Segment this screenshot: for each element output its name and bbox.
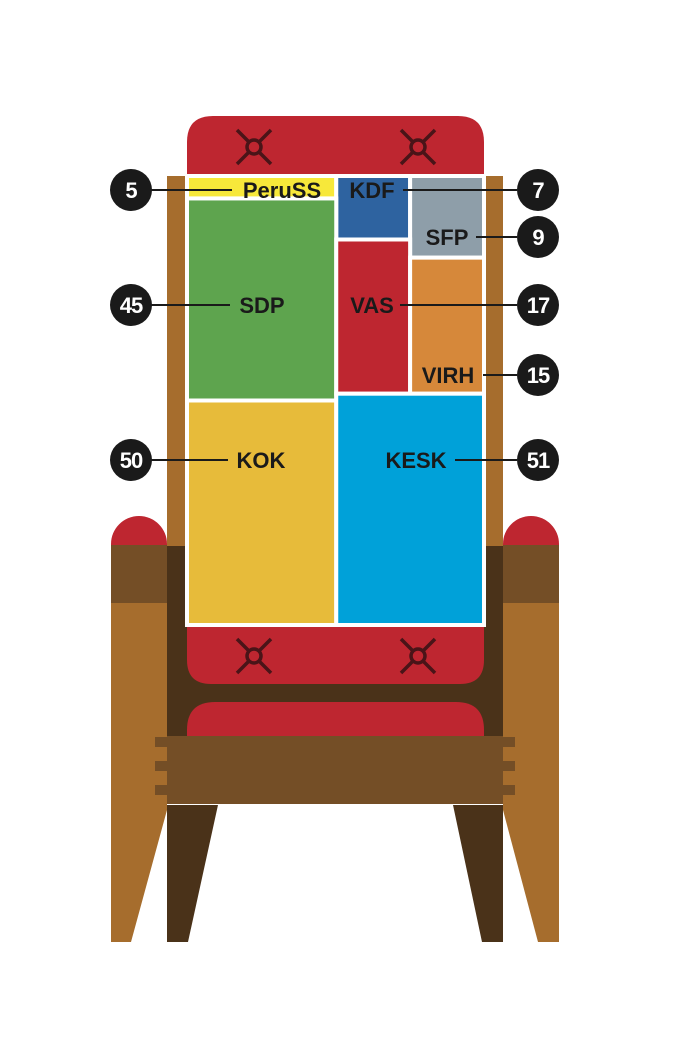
badge-sfp: 9 bbox=[517, 216, 559, 258]
label-vas: VAS bbox=[350, 293, 394, 318]
badge-vas: 17 bbox=[517, 284, 559, 326]
back-leg-left bbox=[167, 805, 218, 942]
tuft-icon bbox=[399, 128, 437, 166]
label-sdp: SDP bbox=[239, 293, 284, 318]
chair-structure bbox=[111, 116, 559, 942]
value-sfp: 9 bbox=[532, 225, 544, 250]
value-virh: 15 bbox=[527, 363, 550, 388]
badge-sdp: 45 bbox=[110, 284, 152, 326]
joint-peg bbox=[503, 785, 515, 795]
badge-peruss: 5 bbox=[110, 169, 152, 211]
tile-kesk bbox=[334, 391, 487, 627]
label-virh: VIRH bbox=[422, 363, 475, 388]
joint-peg bbox=[503, 737, 515, 747]
treemap-tiles bbox=[185, 174, 487, 627]
value-vas: 17 bbox=[527, 293, 550, 318]
tile-kok bbox=[185, 398, 339, 627]
seat-cushion bbox=[187, 702, 484, 736]
value-kesk: 51 bbox=[527, 448, 550, 473]
label-kdf: KDF bbox=[349, 178, 394, 203]
armrest-left bbox=[111, 545, 167, 603]
tuft-icon bbox=[235, 128, 273, 166]
headrest-cushion bbox=[187, 116, 484, 176]
back-bottom-cushion bbox=[187, 625, 484, 684]
value-badges: 5 7 9 45 17 15 50 51 bbox=[110, 169, 559, 481]
badge-kdf: 7 bbox=[517, 169, 559, 211]
tile-virh bbox=[408, 255, 486, 396]
tile-vas bbox=[334, 237, 413, 396]
armrest-right bbox=[503, 545, 559, 603]
value-kdf: 7 bbox=[532, 178, 544, 203]
back-post-left bbox=[167, 176, 188, 546]
value-peruss: 5 bbox=[125, 178, 137, 203]
joint-peg bbox=[155, 737, 167, 747]
tuft-icon bbox=[399, 637, 437, 675]
seat-rail bbox=[167, 736, 503, 804]
label-kesk: KESK bbox=[385, 448, 446, 473]
badge-kesk: 51 bbox=[517, 439, 559, 481]
badge-virh: 15 bbox=[517, 354, 559, 396]
value-kok: 50 bbox=[120, 448, 143, 473]
back-post-right bbox=[482, 176, 503, 546]
party-labels: PeruSS KDF SFP SDP VAS VIRH KOK KESK bbox=[237, 178, 475, 473]
leader-lines bbox=[150, 189, 517, 461]
back-leg-right bbox=[453, 805, 503, 942]
armrest-cap-right bbox=[503, 516, 559, 545]
tuft-icon bbox=[235, 637, 273, 675]
joint-peg bbox=[155, 785, 167, 795]
value-sdp: 45 bbox=[120, 293, 143, 318]
label-sfp: SFP bbox=[426, 225, 469, 250]
label-kok: KOK bbox=[237, 448, 286, 473]
label-peruss: PeruSS bbox=[243, 178, 321, 203]
joint-peg bbox=[155, 761, 167, 771]
front-leg-right bbox=[503, 600, 559, 942]
front-leg-left bbox=[111, 600, 167, 942]
joint-peg bbox=[503, 761, 515, 771]
badge-kok: 50 bbox=[110, 439, 152, 481]
armrest-cap-left bbox=[111, 516, 167, 545]
